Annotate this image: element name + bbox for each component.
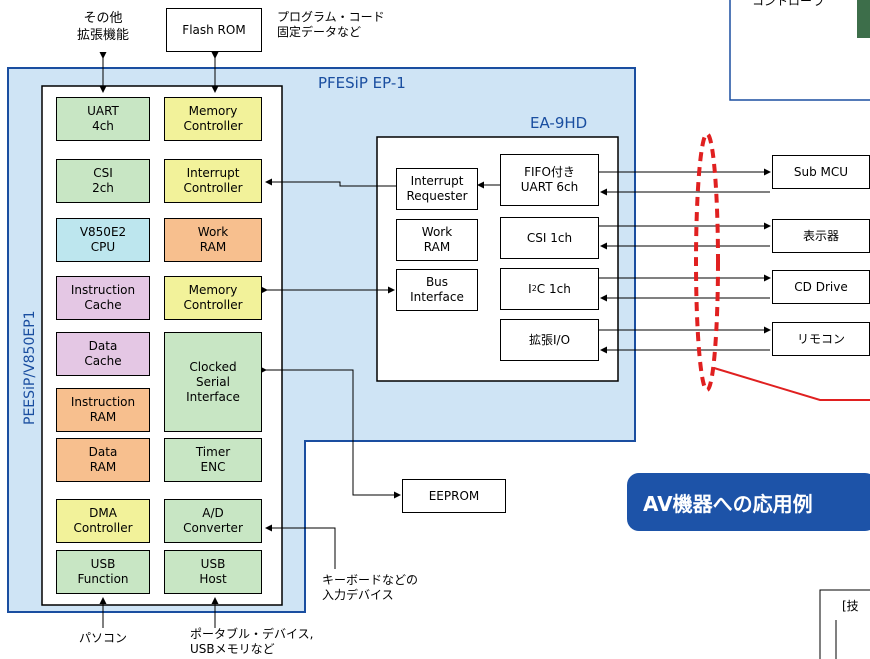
memory-controller-1-block: Memory Controller xyxy=(164,97,262,141)
data-cache-block: Data Cache xyxy=(56,332,150,376)
dma-controller-block: DMA Controller xyxy=(56,499,150,543)
i2c-prefix: I xyxy=(528,281,532,296)
bus-interface-block: Bus Interface xyxy=(396,269,478,311)
portable-note: ポータブル・デバイス, USBメモリなど xyxy=(190,627,314,656)
ea-work-ram-block: Work RAM xyxy=(396,219,478,261)
keyboard-note: キーボードなどの 入力デバイス xyxy=(322,573,419,602)
instruction-ram-block: Instruction RAM xyxy=(56,388,150,432)
ea-csi-block: CSI 1ch xyxy=(500,217,599,259)
application-banner: AV機器への応用例 xyxy=(627,473,870,531)
other-extensions-label: その他 拡張機能 xyxy=(76,11,129,43)
pc-label: パソコン xyxy=(78,631,127,645)
usb-host-block: USB Host xyxy=(164,550,262,594)
cd-drive-device: CD Drive xyxy=(772,270,870,304)
sub-mcu-device: Sub MCU xyxy=(772,155,870,189)
chip-vertical-label: PEESiP/V850EP1 xyxy=(22,310,38,425)
data-ram-block: Data RAM xyxy=(56,438,150,482)
ad-converter-block: A/D Converter xyxy=(164,499,262,543)
cpu-block: V850E2 CPU xyxy=(56,218,150,262)
inset-photo xyxy=(857,0,870,38)
flash-rom-block: Flash ROM xyxy=(166,8,262,52)
interrupt-controller-block: Interrupt Controller xyxy=(164,159,262,203)
corner-text: [技 xyxy=(842,599,859,613)
flash-rom-note: プログラム・コード 固定データなど xyxy=(277,10,385,39)
clocked-serial-block: Clocked Serial Interface xyxy=(164,332,262,432)
usb-function-block: USB Function xyxy=(56,550,150,594)
ea-title: EA-9HD xyxy=(530,114,588,132)
fifo-uart-block: FIFO付き UART 6ch xyxy=(500,154,599,206)
work-ram-block: Work RAM xyxy=(164,218,262,262)
ext-io-block: 拡張I/O xyxy=(500,319,599,361)
eeprom-block: EEPROM xyxy=(402,479,506,513)
inset-controller-label: コントローラ xyxy=(752,0,825,8)
memory-controller-2-block: Memory Controller xyxy=(164,276,262,320)
remote-device: リモコン xyxy=(772,322,870,356)
timer-block: Timer ENC xyxy=(164,438,262,482)
display-device: 表示器 xyxy=(772,219,870,253)
board-title: PFESiP EP-1 xyxy=(318,74,406,92)
instruction-cache-block: Instruction Cache xyxy=(56,276,150,320)
i2c-suffix: C 1ch xyxy=(536,281,571,296)
csi-block: CSI 2ch xyxy=(56,159,150,203)
interrupt-requester-block: Interrupt Requester xyxy=(396,168,478,210)
uart-block: UART 4ch xyxy=(56,97,150,141)
